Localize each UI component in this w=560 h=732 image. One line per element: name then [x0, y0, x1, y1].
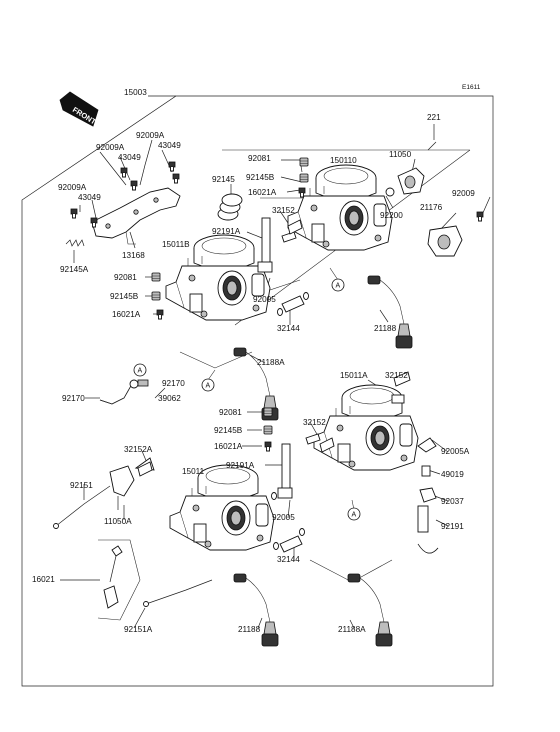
- ref-marker-3: A: [133, 363, 147, 377]
- label-21176: 21176: [420, 203, 443, 212]
- label-32152-1: 32152: [272, 206, 295, 215]
- adjuster-16021: [103, 545, 123, 609]
- label-16021: 16021: [32, 575, 55, 584]
- spring-92145a: [65, 239, 85, 247]
- label-32144-1: 32144: [277, 324, 300, 333]
- svg-text:A: A: [206, 383, 211, 390]
- ref-marker-2: A: [201, 378, 215, 392]
- ref-marker-1: A: [331, 278, 345, 292]
- label-43049-1: 43049: [118, 153, 141, 162]
- label-92037: 92037: [441, 497, 464, 506]
- joint-pipes-32152: [137, 219, 411, 477]
- label-92009a-1: 92009A: [136, 131, 165, 140]
- label-15011a: 15011A: [340, 371, 368, 380]
- label-21188-2: 21188: [238, 625, 261, 634]
- label-92009: 92009: [452, 189, 475, 198]
- label-32152a: 32152A: [124, 445, 153, 454]
- label-92191a-1: 92191A: [212, 227, 241, 236]
- label-16021a-3: 16021A: [214, 442, 243, 451]
- cable-21188a-lower: [347, 573, 393, 647]
- label-15011: 15011: [182, 467, 205, 476]
- label-32144-2: 32144: [277, 555, 300, 564]
- carburetor-15011: [169, 464, 275, 551]
- label-11050a: 11050A: [104, 517, 132, 526]
- label-92145: 92145: [212, 175, 235, 184]
- label-21188-1: 21188: [374, 324, 397, 333]
- throttle-cable-92151a: [143, 579, 213, 607]
- label-16021a-1: 16021A: [248, 188, 277, 197]
- label-92009a-2: 92009A: [96, 143, 125, 152]
- label-15003: 15003: [124, 88, 147, 97]
- label-150110: 150110: [330, 156, 357, 165]
- label-92191a-2: 92191A: [226, 461, 255, 470]
- label-92005a: 92005A: [441, 447, 470, 456]
- label-92170-r: 92170: [162, 379, 185, 388]
- spring-92145: [217, 193, 243, 221]
- label-92191: 92191: [441, 522, 464, 531]
- outer-frame: [21, 95, 494, 687]
- sensor-21176: [427, 211, 484, 257]
- label-21188a-2: 21188A: [338, 625, 366, 634]
- cable-21188-lower: [233, 573, 279, 647]
- label-16021a-2: 16021A: [112, 310, 141, 319]
- label-92145b-1: 92145B: [246, 173, 275, 182]
- label-92145a: 92145A: [60, 265, 89, 274]
- label-92009a-3: 92009A: [58, 183, 87, 192]
- label-92081-3: 92081: [219, 408, 242, 417]
- hose-39062: [99, 379, 149, 405]
- upper-small-parts: [151, 157, 309, 320]
- label-92200: 92200: [380, 211, 403, 220]
- label-92081-2: 92081: [114, 273, 137, 282]
- svg-text:A: A: [138, 368, 143, 375]
- label-49019: 49019: [441, 470, 464, 479]
- label-39062: 39062: [158, 394, 181, 403]
- label-221: 221: [427, 113, 441, 122]
- label-92170-l: 92170: [62, 394, 85, 403]
- label-92151a: 92151A: [124, 625, 153, 634]
- label-13168: 13168: [122, 251, 145, 260]
- label-32152-2: 32152: [385, 371, 408, 380]
- ref-marker-4: A: [347, 507, 361, 521]
- label-43049-3: 43049: [78, 193, 101, 202]
- label-92151: 92151: [70, 481, 93, 490]
- label-92145b-2: 92145B: [110, 292, 139, 301]
- label-92005-1: 92005: [253, 295, 276, 304]
- lower-small-parts: [263, 394, 439, 554]
- label-92145b-3: 92145B: [214, 426, 243, 435]
- label-92081-1: 92081: [248, 154, 271, 163]
- cable-21188-upper: [367, 275, 413, 349]
- bracket-13168: [91, 187, 181, 245]
- label-43049-2: 43049: [158, 141, 181, 150]
- bracket-11050: [385, 141, 437, 197]
- label-15011b: 15011B: [162, 240, 190, 249]
- figure-id: E1611: [462, 84, 481, 91]
- label-92005-2: 92005: [272, 513, 295, 522]
- svg-text:A: A: [352, 512, 357, 519]
- part-labels: 15003 221 92009A 92009A 43049 43049 9208…: [32, 88, 475, 634]
- label-32152-3: 32152: [303, 418, 326, 427]
- svg-text:A: A: [336, 283, 341, 290]
- front-arrow-icon: FRONT: [59, 91, 99, 127]
- label-11050: 11050: [389, 150, 412, 159]
- label-21188a-1: 21188A: [257, 358, 285, 367]
